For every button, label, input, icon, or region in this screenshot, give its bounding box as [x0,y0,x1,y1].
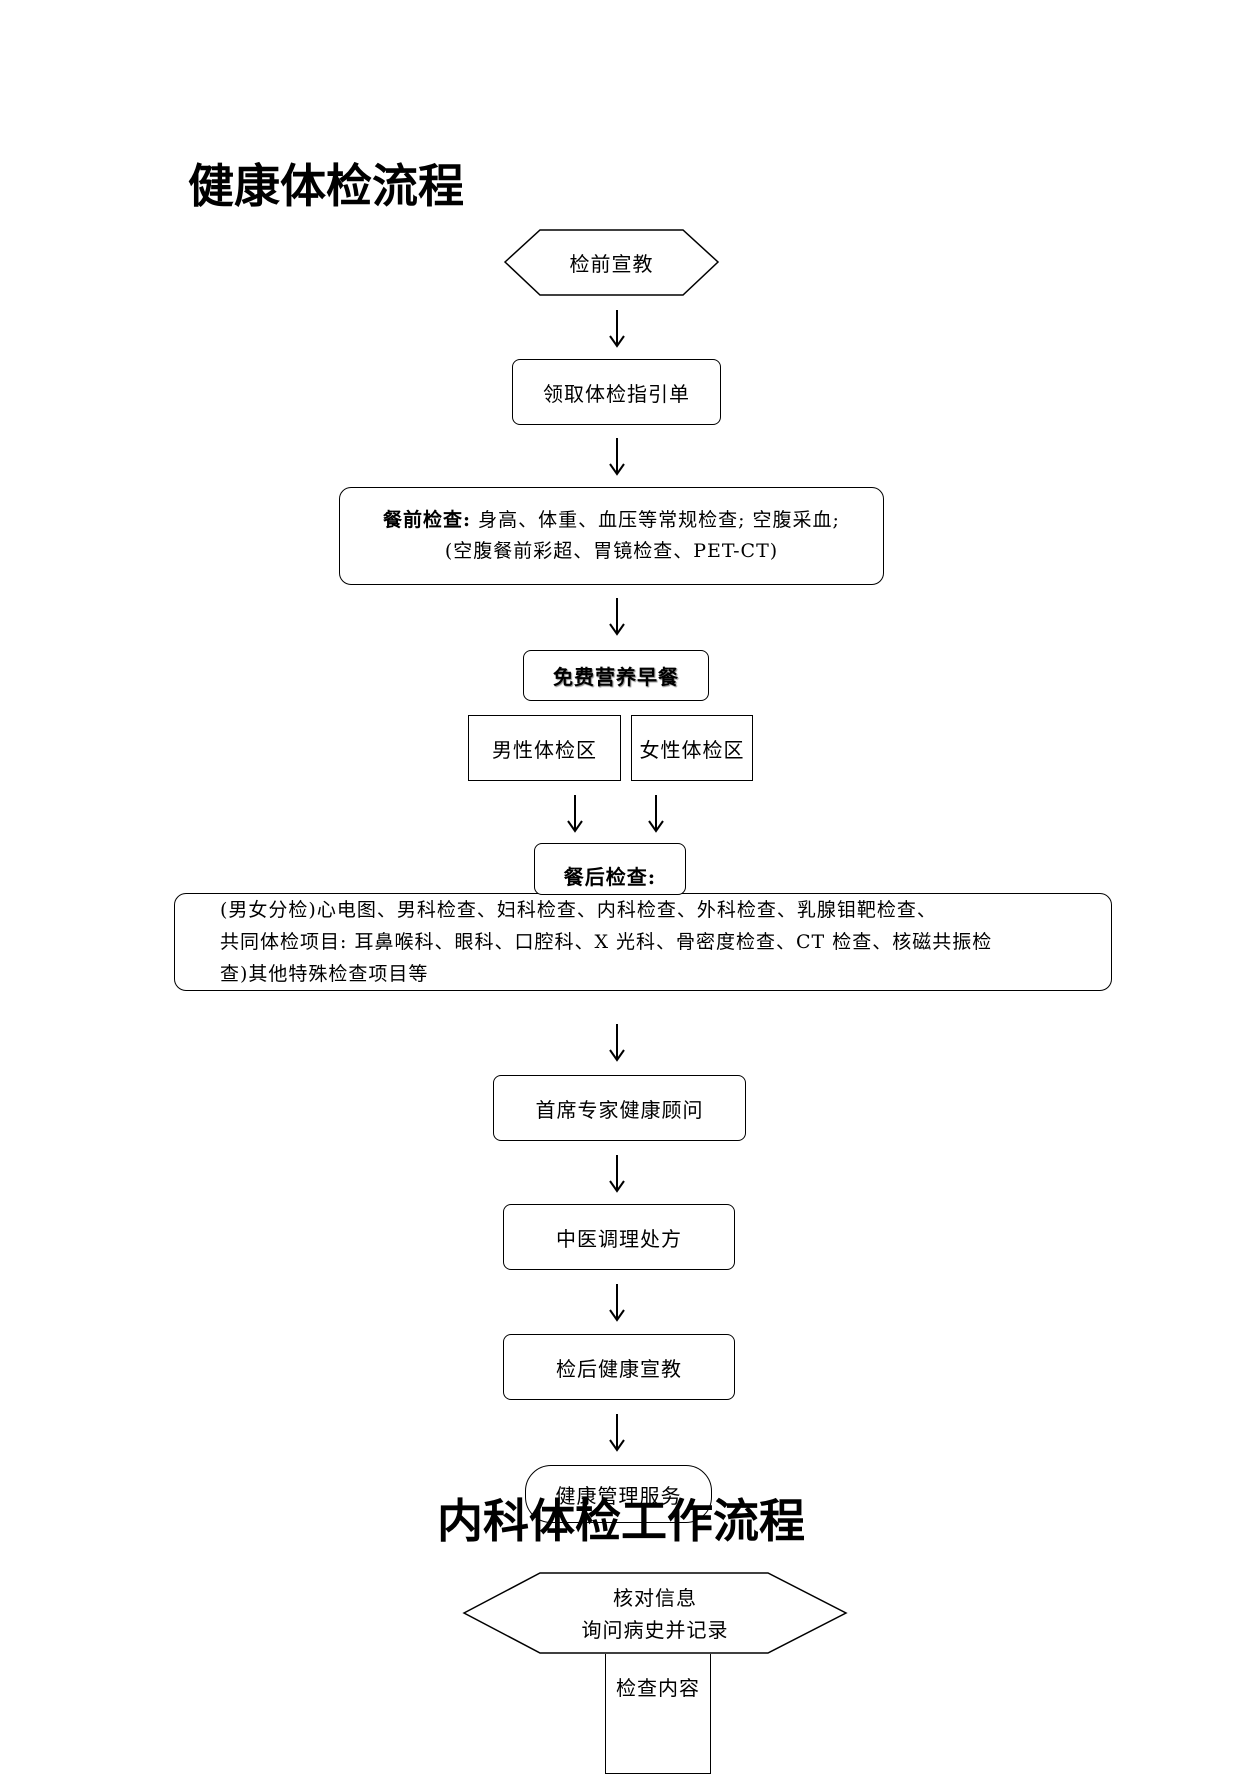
female-exam-area: 女性体检区 [631,715,753,781]
step-pre-meal-exam: 餐前检查: 身高、体重、血压等常规检查; 空腹采血; (空腹餐前彩超、胃镜检查、… [339,487,884,585]
exam-content-label: 检查内容 [616,1676,700,1700]
pre-education-label: 检前宣教 [569,252,654,276]
arrow-down-icon [609,1284,625,1322]
step-breakfast: 免费营养早餐 [523,650,709,701]
pre-meal-label: 餐前检查: [383,509,472,531]
female-area-label: 女性体检区 [639,737,745,762]
step-health-management: 健康管理服务 [525,1465,712,1523]
post-meal-line: 共同体检项目: 耳鼻喉科、眼科、口腔科、X 光科、骨密度检查、CT 检查、核磁共… [220,931,993,953]
male-area-label: 男性体检区 [492,737,597,762]
guide-sheet-label: 领取体检指引单 [543,381,690,406]
hexagon-verify-text: 核对信息 询问病史并记录 [464,1582,846,1646]
arrow-down-icon [609,598,625,636]
arrow-down-icon [567,795,583,833]
arrow-down-icon [609,1155,625,1193]
step-guide-sheet: 领取体检指引单 [512,359,721,425]
male-exam-area: 男性体检区 [468,715,621,781]
tcm-label: 中医调理处方 [556,1226,682,1251]
step-tcm-prescription: 中医调理处方 [503,1204,735,1270]
post-meal-label-box: 餐后检查: [534,843,686,895]
arrow-down-icon [648,795,664,833]
page-title: 健康体检流程 [188,159,464,213]
management-label: 健康管理服务 [555,1483,682,1508]
verify-info-label: 核对信息 [613,1586,697,1610]
arrow-down-icon [609,438,625,476]
section2-title: 内科体检工作流程 [437,1494,805,1548]
arrow-down-icon [609,1024,625,1062]
post-meal-line: (男女分检)心电图、男科检查、妇科检查、内科检查、外科检查、乳腺钼靶检查、 [220,899,937,921]
arrow-down-icon [609,310,625,348]
arrow-down-icon [609,1414,625,1452]
expert-label: 首席专家健康顾问 [535,1097,704,1122]
step-expert-consultant: 首席专家健康顾问 [493,1075,746,1141]
post-education-label: 检后健康宣教 [556,1356,682,1381]
pre-meal-items: 身高、体重、血压等常规检查; 空腹采血; [471,509,840,531]
pre-meal-line-2: (空腹餐前彩超、胃镜检查、PET-CT) [444,540,779,562]
step-post-education: 检后健康宣教 [503,1334,735,1400]
pre-meal-line-1: 餐前检查: 身高、体重、血压等常规检查; 空腹采血; [383,505,840,536]
post-meal-line: 查)其他特殊检查项目等 [220,963,429,985]
medical-history-label: 询问病史并记录 [581,1618,729,1642]
step-post-meal-exam: (男女分检)心电图、男科检查、妇科检查、内科检查、外科检查、乳腺钼靶检查、 共同… [174,893,1112,991]
breakfast-label: 免费营养早餐 [553,665,679,689]
step-exam-content: 检查内容 [605,1654,711,1774]
post-meal-label: 餐后检查: [563,865,657,889]
